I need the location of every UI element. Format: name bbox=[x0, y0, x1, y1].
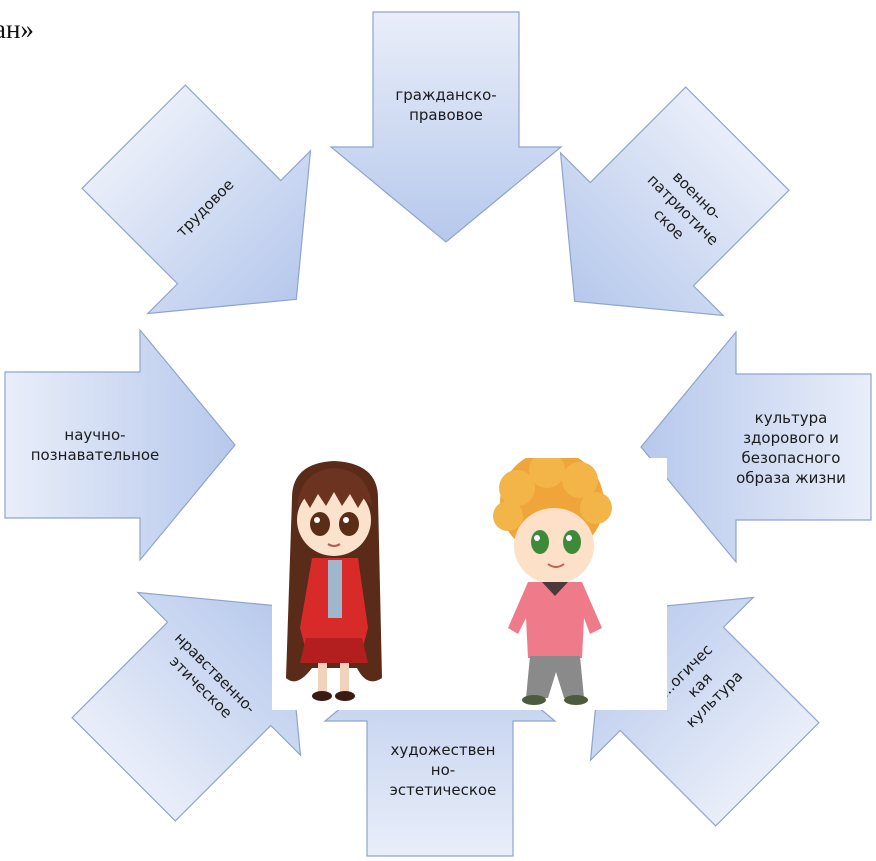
arrow-label-right: культура здорового и безопасного образа … bbox=[736, 409, 846, 487]
girl-figure bbox=[286, 461, 382, 701]
children-illustration bbox=[272, 451, 667, 710]
caption-fragment: ан» bbox=[0, 14, 34, 44]
boy-figure bbox=[493, 451, 612, 705]
arrow-label-top: гражданско- правовое bbox=[395, 86, 497, 124]
arrow-label-bottom: художествен но- эстетическое bbox=[389, 741, 497, 799]
arrow-label-left: научно- познавательное bbox=[30, 426, 160, 464]
